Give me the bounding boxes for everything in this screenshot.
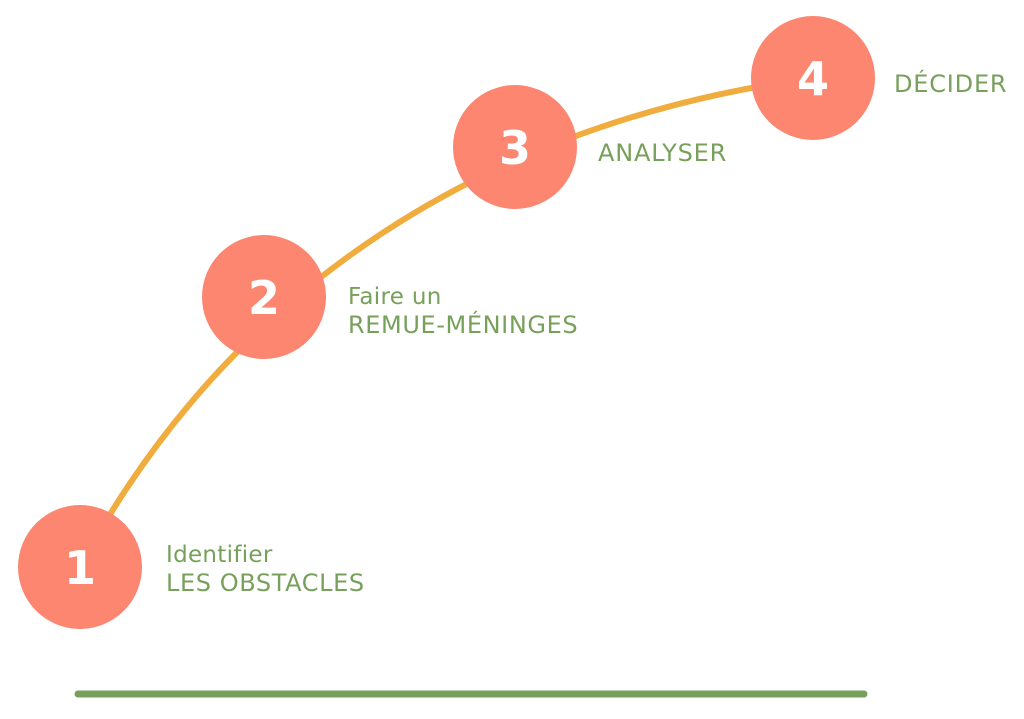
- step-1-number: 1: [64, 541, 96, 595]
- step-1-marker: 1: [18, 505, 142, 629]
- step-2-circle: [202, 235, 326, 359]
- step-4-label-line1: DÉCIDER: [894, 70, 1008, 98]
- step-4-number: 4: [797, 52, 829, 106]
- step-3-marker: 3: [453, 85, 577, 209]
- step-4-marker: 4: [751, 16, 875, 140]
- step-1-label-line1: Identifier: [166, 542, 273, 568]
- step-3-circle: [453, 85, 577, 209]
- step-1-circle: [18, 505, 142, 629]
- step-3-label: ANALYSER: [598, 139, 727, 167]
- step-4-circle: [751, 16, 875, 140]
- step-1-label: Identifier LES OBSTACLES: [166, 542, 365, 597]
- step-3-label-line1: ANALYSER: [598, 139, 728, 167]
- step-3-number: 3: [499, 121, 531, 175]
- step-2-label: Faire un REMUE-MÉNINGES: [348, 284, 578, 339]
- step-2-label-line1: Faire un: [348, 284, 442, 310]
- step-4-label: DÉCIDER: [894, 70, 1007, 98]
- progress-curve: [77, 75, 816, 570]
- step-2-number: 2: [248, 271, 280, 325]
- step-2-label-line2: REMUE-MÉNINGES: [348, 311, 579, 340]
- step-1-label-line2: LES OBSTACLES: [166, 569, 365, 598]
- step-2-marker: 2: [202, 235, 326, 359]
